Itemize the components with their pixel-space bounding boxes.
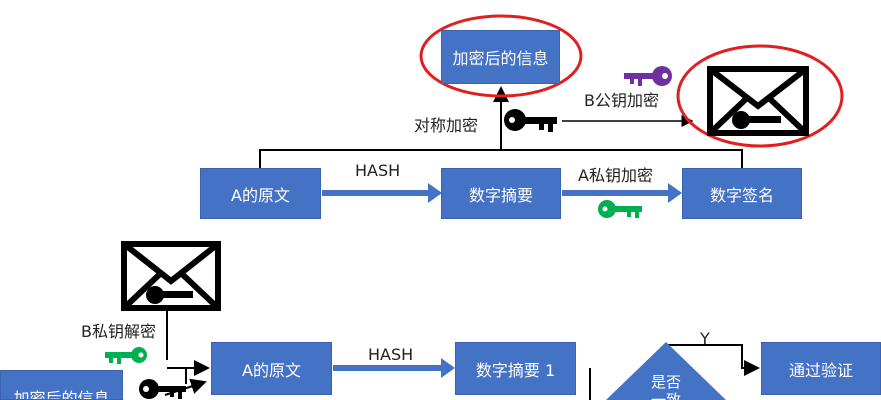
key-icon	[105, 347, 147, 364]
key-icon	[598, 200, 642, 218]
envelope-icon	[707, 66, 809, 136]
hash-arrow-bottom	[333, 358, 455, 378]
digest-box: 数字摘要	[441, 168, 561, 219]
hash-label-bottom: HASH	[368, 345, 414, 364]
sign-arrow-top	[562, 183, 682, 203]
key-icon	[504, 109, 557, 132]
hash-arrow-top	[322, 183, 442, 203]
key-icon	[624, 66, 672, 86]
yes-label: Y	[700, 329, 710, 348]
key-icon	[139, 379, 186, 399]
decision-label: 是否一致	[650, 373, 681, 400]
top-bus-line	[259, 86, 743, 168]
decision-diamond	[606, 342, 726, 400]
digest1-box: 数字摘要 1	[455, 342, 576, 395]
b-public-encrypt-label: B公钥加密	[584, 91, 659, 110]
envelope-icon	[121, 241, 221, 311]
signature-box: 数字签名	[682, 168, 802, 219]
highlight-circle-envelope	[676, 44, 844, 148]
original-text-box: A的原文	[200, 168, 321, 219]
pass-verify-box: 通过验证	[761, 342, 881, 395]
highlight-circle-encrypted	[419, 14, 583, 98]
original-text-box-bottom: A的原文	[211, 342, 332, 395]
encrypted-info-box: 加密后的信息	[441, 30, 560, 84]
a-private-encrypt-label: A私钥加密	[578, 166, 653, 185]
b-private-decrypt-label: B私钥解密	[81, 322, 156, 341]
encrypted-info-box-bottom: 加密后的信息	[0, 370, 123, 400]
hash-label-top: HASH	[355, 161, 401, 180]
symmetric-encrypt-label: 对称加密	[414, 116, 479, 135]
